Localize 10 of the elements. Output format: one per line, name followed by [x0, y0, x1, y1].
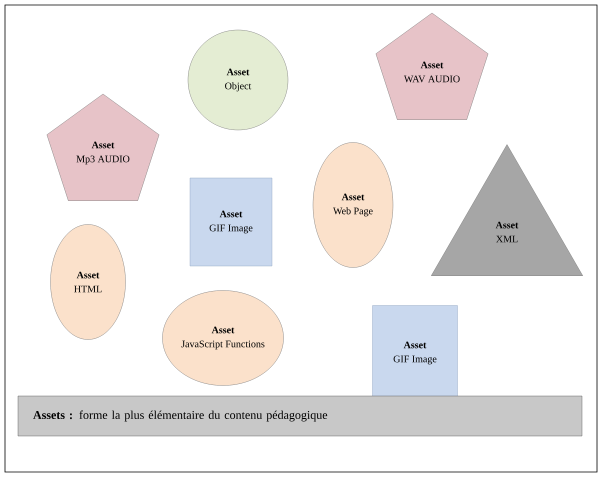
ellipse-node: Asset HTML	[50, 224, 126, 340]
rectangle-node: Asset GIF Image	[190, 178, 272, 266]
caption-banner: Assets : forme la plus élémentaire du contenu pédagogique	[18, 396, 582, 436]
pentagon-node: Asset WAV AUDIO	[376, 12, 488, 120]
ellipse-node: Asset JavaScript Functions	[162, 290, 284, 386]
rectangle-node: Asset GIF Image	[372, 305, 458, 401]
pentagon-node: Asset Mp3 AUDIO	[46, 94, 160, 201]
ellipse-node: Asset Object	[188, 30, 288, 130]
triangle-node: Asset XML	[431, 144, 583, 276]
ellipse-node: Asset Web Page	[312, 142, 394, 268]
